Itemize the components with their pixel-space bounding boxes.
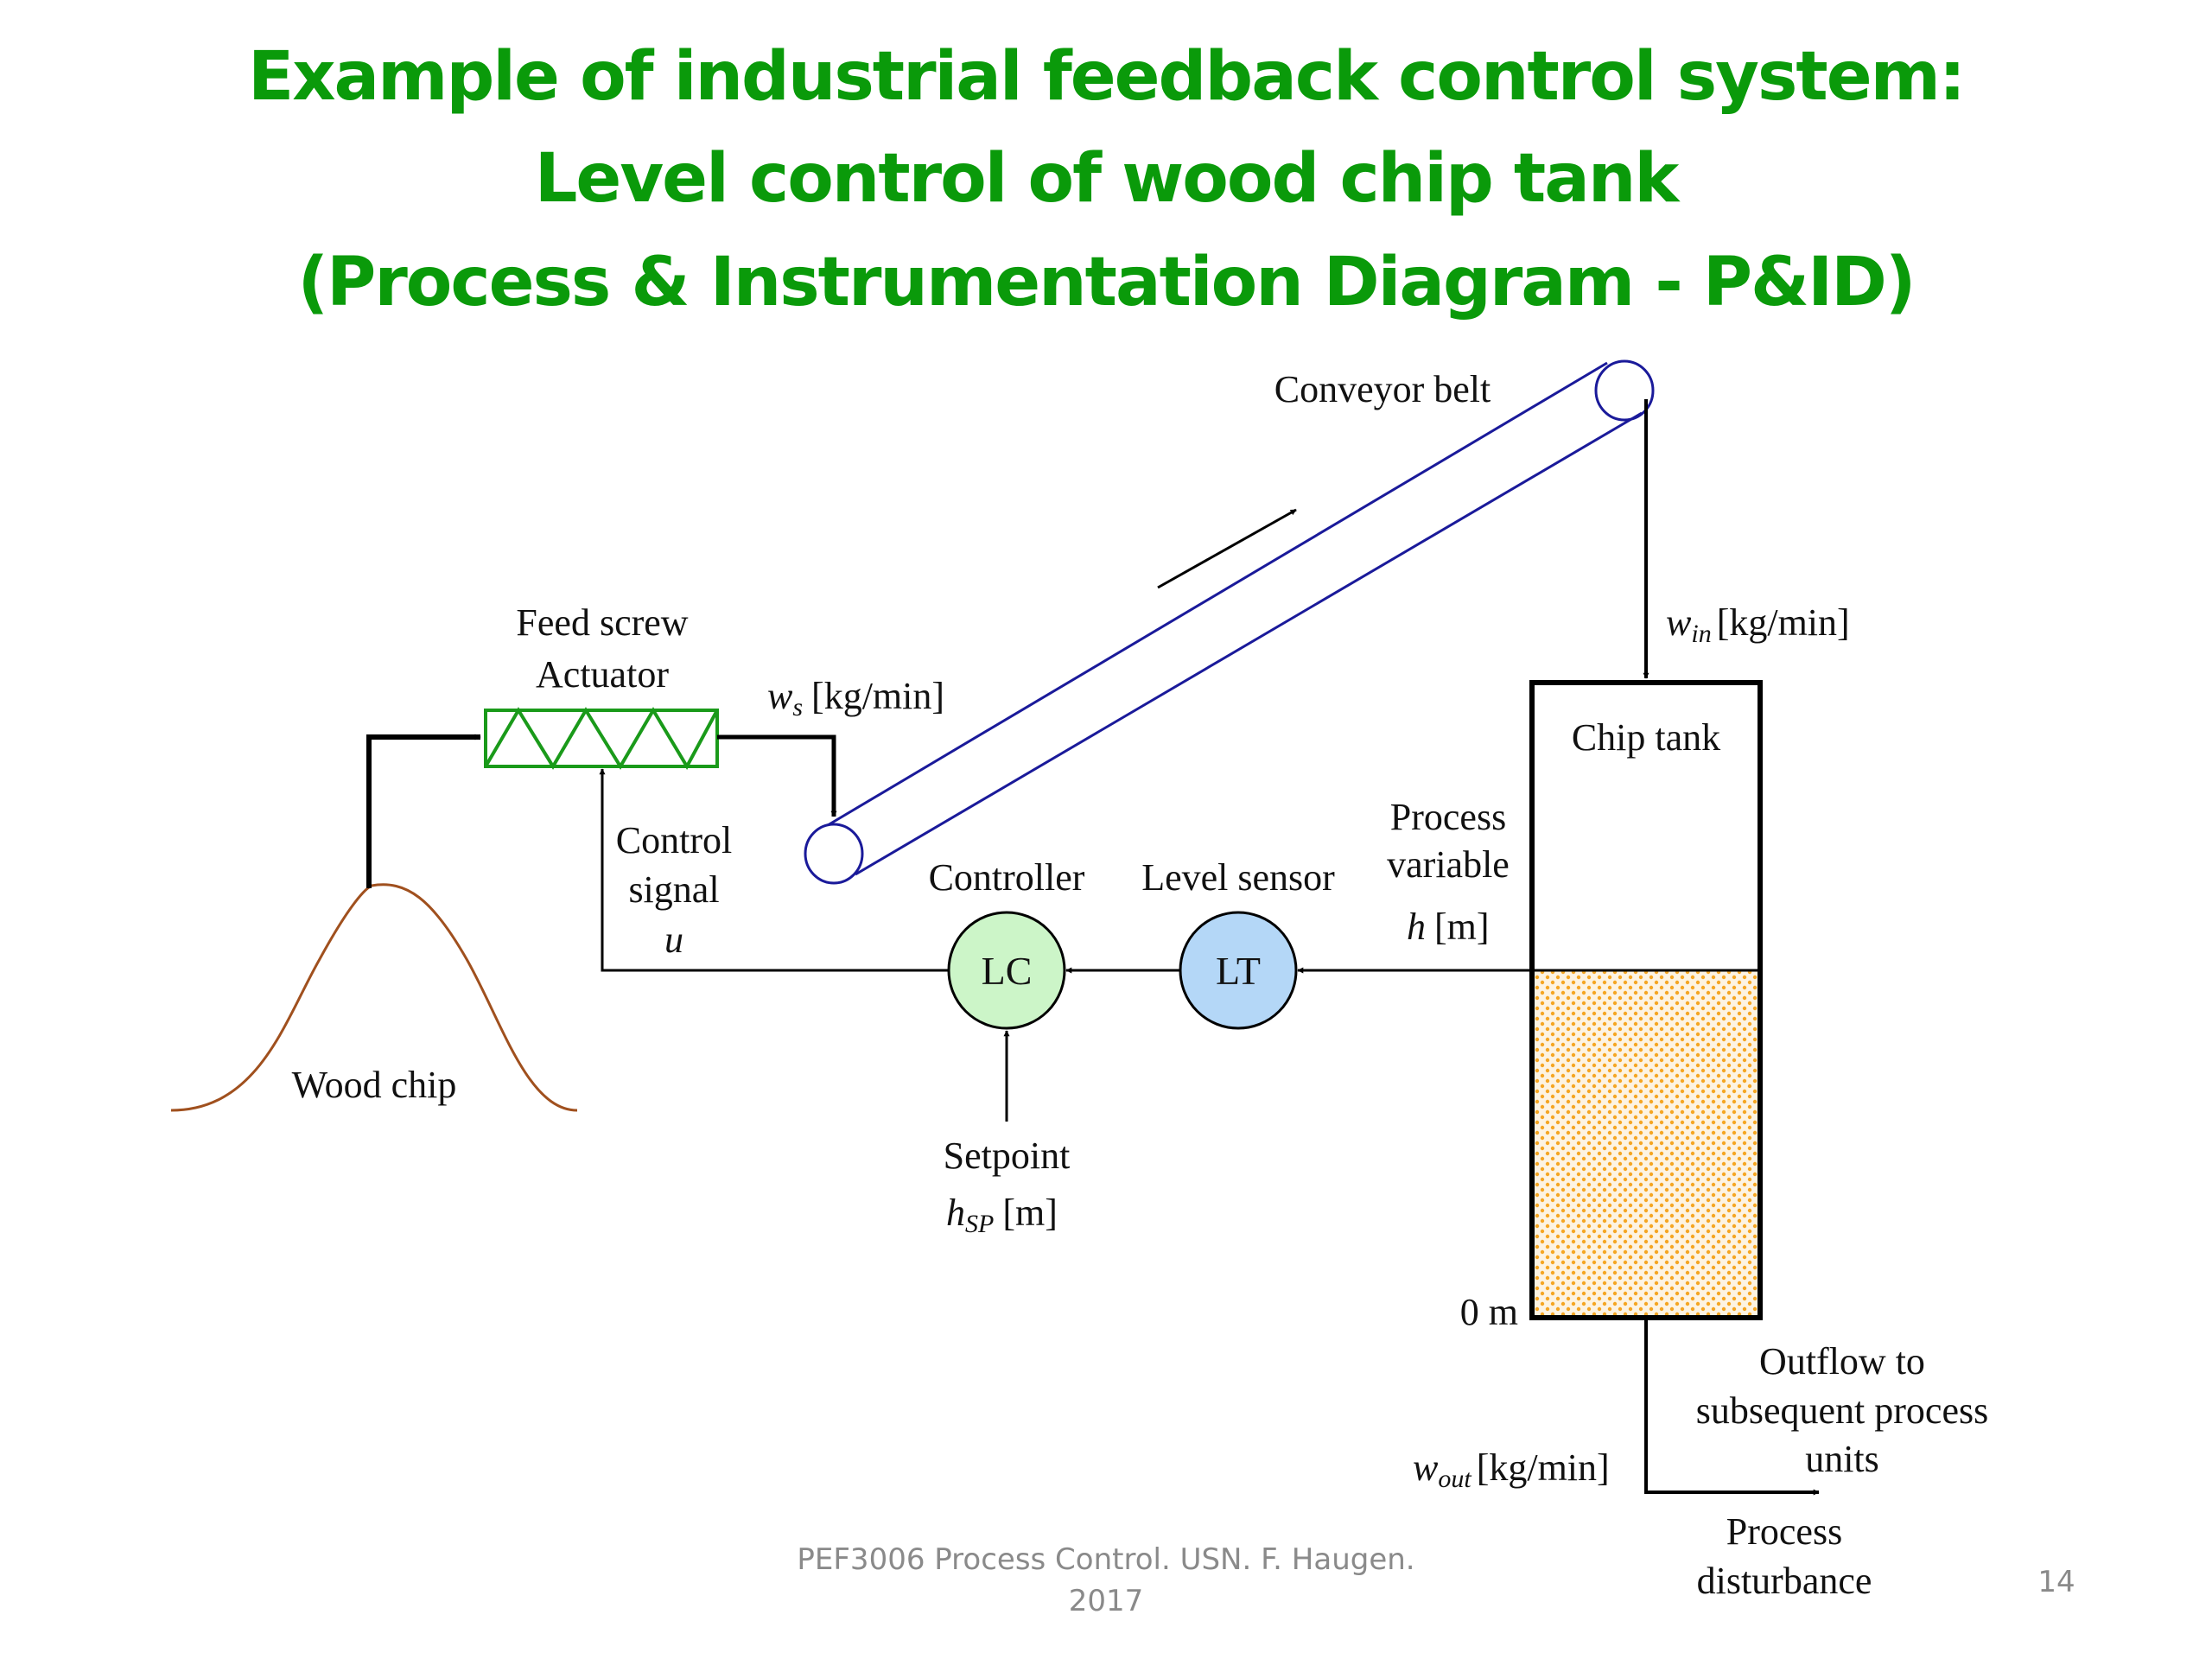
- lt-label: LT: [1216, 949, 1261, 993]
- win-label: win[kg/min]: [1666, 601, 1850, 648]
- wout-label: wout[kg/min]: [1413, 1446, 1610, 1493]
- title-line-1: Example of industrial feedback control s…: [247, 38, 1966, 116]
- page-number: 14: [2037, 1565, 2075, 1599]
- feed-screw-icon: [484, 707, 719, 771]
- process-variable-label-1: Process: [1390, 796, 1506, 838]
- process-variable-label-2: variable: [1387, 843, 1510, 886]
- u-label: u: [664, 918, 683, 961]
- disturbance-label-2: disturbance: [1697, 1560, 1872, 1602]
- conveyor-belt-label: Conveyor belt: [1274, 368, 1491, 410]
- outflow-label-3: units: [1805, 1438, 1879, 1480]
- footer-credit: PEF3006 Process Control. USN. F. Haugen.…: [760, 1540, 1452, 1622]
- screw-to-conveyor-flow: [717, 734, 837, 817]
- footer-credit-line-2: 2017: [1068, 1583, 1144, 1618]
- control-signal-label-2: signal: [628, 868, 719, 911]
- title-line-2: Level control of wood chip tank: [534, 140, 1680, 218]
- pile-to-screw-flow: [366, 734, 481, 888]
- ws-label: ws[kg/min]: [767, 675, 944, 721]
- h-label: h[m]: [1407, 906, 1490, 948]
- chip-tank: [1529, 680, 1763, 1320]
- control-signal-line: [599, 768, 949, 972]
- tank-outflow: [1644, 1319, 1820, 1496]
- setpoint-label: Setpoint: [944, 1135, 1071, 1177]
- control-signal-label-1: Control: [616, 819, 732, 861]
- wood-chip-label: Wood chip: [292, 1064, 457, 1106]
- outflow-label-1: Outflow to: [1759, 1340, 1925, 1382]
- hsp-label: hSP[m]: [946, 1192, 1058, 1238]
- lc-label: LC: [982, 949, 1033, 993]
- zero-m-label: 0 m: [1460, 1291, 1518, 1333]
- conveyor-belt-icon: [804, 359, 1655, 885]
- footer-credit-line-1: PEF3006 Process Control. USN. F. Haugen.: [797, 1542, 1415, 1577]
- chip-tank-label: Chip tank: [1572, 716, 1720, 759]
- controller-label: Controller: [929, 856, 1085, 899]
- outflow-label-2: subsequent process: [1696, 1389, 1989, 1432]
- chip-tank-fill: [1532, 970, 1760, 1318]
- feed-screw-label: Feed screw: [516, 601, 688, 644]
- level-sensor-label: Level sensor: [1141, 856, 1335, 899]
- title-line-3: (Process & Instrumentation Diagram - P&I…: [297, 244, 1916, 321]
- actuator-label: Actuator: [536, 653, 669, 696]
- conveyor-direction-arrow: [1157, 508, 1297, 589]
- disturbance-label-1: Process: [1726, 1510, 1842, 1553]
